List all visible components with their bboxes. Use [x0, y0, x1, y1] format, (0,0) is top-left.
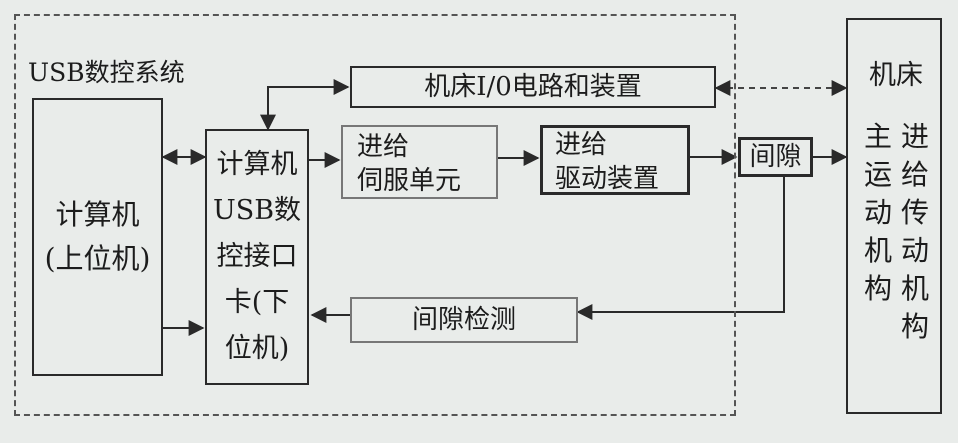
feed-transmission-mechanism-label: 进 给 传 动 机 构	[900, 120, 929, 343]
machine-tool-title: 机床	[869, 60, 923, 91]
gap-detection-label: 间隙检测	[411, 305, 516, 335]
gap-detection-block: 间隙检测	[350, 297, 578, 343]
arrow-gap-detect	[576, 177, 785, 320]
feed-servo-unit-label: 进给 伺服单元	[357, 132, 462, 196]
host-computer-block: 计算机 (上位机)	[32, 98, 163, 376]
feed-servo-unit-block: 进给 伺服单元	[341, 125, 498, 199]
usb-interface-card-label: 计算机 USB数 控接口 卡(下 位机)	[212, 149, 302, 364]
main-motion-mechanism-label: 主 运 动 机 构	[863, 120, 892, 305]
usb-cnc-system-label: USB数控系统	[28, 58, 185, 87]
gap-block: 间隙	[738, 137, 813, 177]
usb-cnc-system-boundary	[14, 14, 736, 416]
machine-io-label: 机床I/0电路和装置	[424, 72, 642, 102]
host-computer-label: 计算机 (上位机)	[44, 198, 151, 275]
machine-io-block: 机床I/0电路和装置	[350, 66, 716, 108]
gap-label: 间隙	[749, 142, 802, 172]
machine-tool-block	[846, 18, 942, 414]
feed-drive-device-label: 进给 驱动装置	[555, 130, 660, 194]
arrow-card-io	[260, 79, 350, 131]
feed-drive-device-block: 进给 驱动装置	[540, 125, 690, 195]
usb-interface-card-block: 计算机 USB数 控接口 卡(下 位机)	[205, 129, 309, 385]
